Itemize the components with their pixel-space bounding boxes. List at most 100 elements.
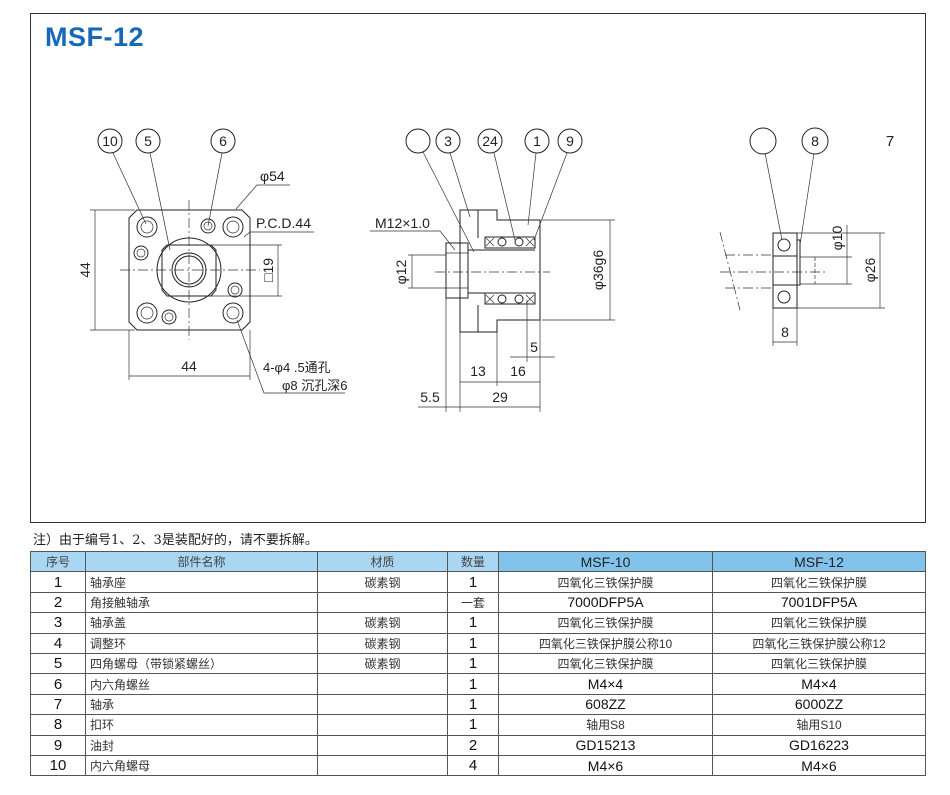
cell-name: 内六角螺丝 <box>85 673 318 695</box>
header-msf10: MSF-10 <box>498 550 713 573</box>
balloon-8: 8 <box>811 133 819 149</box>
cell-material <box>317 591 448 614</box>
dim-8: 8 <box>781 324 789 340</box>
balloon-3: 3 <box>444 133 452 149</box>
cell-material: 碳素钢 <box>317 632 448 654</box>
cell-msf12: M4×6 <box>712 754 926 777</box>
cell-qty: 1 <box>447 612 499 634</box>
balloon-1: 1 <box>533 133 541 149</box>
balloon-9: 9 <box>566 133 574 149</box>
cell-qty: 4 <box>447 754 499 777</box>
header-no: 序号 <box>30 550 86 573</box>
cell-qty: 1 <box>447 632 499 654</box>
cell-no: 3 <box>30 612 86 634</box>
bearing-view: φ10 φ26 8 8 7 <box>719 127 894 346</box>
cell-qty: 1 <box>447 571 499 593</box>
front-view: 44 44 □19 φ54 P.C.D.44 4-φ4 .5通孔 φ8 沉孔深6… <box>77 128 348 394</box>
cell-msf12: GD16223 <box>712 734 926 756</box>
table-header: 序号 部件名称 材质 数量 MSF-10 MSF-12 <box>30 550 926 573</box>
dim-44-vertical: 44 <box>77 262 93 278</box>
cell-material <box>317 673 448 695</box>
balloon-6: 6 <box>219 133 227 149</box>
cell-msf12: 四氧化三铁保护膜 <box>712 612 926 634</box>
cell-msf10: GD15213 <box>498 734 713 756</box>
header-material: 材质 <box>317 550 448 573</box>
assembly-note: 注）由于编号1、2、3是装配好的，请不要拆解。 <box>33 533 318 548</box>
cell-msf12: 四氧化三铁保护膜 <box>712 652 926 675</box>
cell-msf12: 四氧化三铁保护膜公称12 <box>712 632 926 654</box>
cell-name: 调整环 <box>85 632 318 654</box>
cell-name: 轴承 <box>85 693 318 716</box>
dim-pcd44: P.C.D.44 <box>256 215 311 231</box>
cell-no: 9 <box>30 734 86 756</box>
dim-phi10: φ10 <box>829 225 845 250</box>
dim-13: 13 <box>470 363 486 379</box>
cell-qty: 一套 <box>447 591 499 614</box>
cell-material <box>317 754 448 777</box>
cell-no: 7 <box>30 693 86 716</box>
cell-material: 碳素钢 <box>317 652 448 675</box>
cell-qty: 2 <box>447 734 499 756</box>
cell-msf10: M4×6 <box>498 754 713 777</box>
cell-material <box>317 734 448 756</box>
balloon-5: 5 <box>144 133 152 149</box>
cell-name: 油封 <box>85 734 318 756</box>
cell-material: 碳素钢 <box>317 571 448 593</box>
cell-msf12: 轴用S10 <box>712 714 926 736</box>
cell-no: 6 <box>30 673 86 695</box>
dim-phi26: φ26 <box>862 257 878 282</box>
cell-no: 1 <box>30 571 86 593</box>
cell-material <box>317 693 448 716</box>
holes-note-2: φ8 沉孔深6 <box>282 378 348 393</box>
cell-name: 扣环 <box>85 714 318 736</box>
cell-msf10: 四氧化三铁保护膜 <box>498 571 713 593</box>
cell-no: 4 <box>30 632 86 654</box>
cell-msf10: 7000DFP5A <box>498 591 713 614</box>
cell-qty: 1 <box>447 673 499 695</box>
dim-phi12: φ12 <box>393 259 409 284</box>
dim-phi54: φ54 <box>260 168 285 184</box>
cell-msf10: 轴用S8 <box>498 714 713 736</box>
cell-msf12: 7001DFP5A <box>712 591 926 614</box>
page-title: MSF-12 <box>45 22 145 52</box>
header-qty: 数量 <box>447 550 499 573</box>
cell-name: 四角螺母（带锁紧螺丝） <box>85 652 318 675</box>
cell-no: 8 <box>30 714 86 736</box>
drawing-frame <box>30 13 926 523</box>
dim-44-horizontal: 44 <box>181 358 197 374</box>
cell-name: 角接触轴承 <box>85 591 318 614</box>
cell-msf10: M4×4 <box>498 673 713 695</box>
cell-name: 内六角螺母 <box>85 754 318 777</box>
cell-msf10: 四氧化三铁保护膜公称10 <box>498 632 713 654</box>
cell-msf10: 四氧化三铁保护膜 <box>498 652 713 675</box>
cell-qty: 1 <box>447 693 499 716</box>
dim-29: 29 <box>492 389 508 405</box>
cell-no: 10 <box>30 754 86 777</box>
cell-name: 轴承盖 <box>85 612 318 634</box>
cell-msf10: 四氧化三铁保护膜 <box>498 612 713 634</box>
header-msf12: MSF-12 <box>712 550 926 573</box>
technical-drawing: 44 44 □19 φ54 P.C.D.44 4-φ4 .5通孔 φ8 沉孔深6… <box>77 127 894 412</box>
bolt-holes <box>133 216 244 325</box>
dim-5: 5 <box>530 339 538 355</box>
cell-msf10: 608ZZ <box>498 693 713 716</box>
cell-qty: 1 <box>447 714 499 736</box>
cell-no: 5 <box>30 652 86 675</box>
cell-material <box>317 714 448 736</box>
dim-5-5: 5.5 <box>420 389 440 405</box>
cell-msf12: 四氧化三铁保护膜 <box>712 571 926 593</box>
dim-phi36g6: φ36g6 <box>590 250 606 290</box>
cell-qty: 1 <box>447 652 499 675</box>
cell-msf12: M4×4 <box>712 673 926 695</box>
cell-msf12: 6000ZZ <box>712 693 926 716</box>
